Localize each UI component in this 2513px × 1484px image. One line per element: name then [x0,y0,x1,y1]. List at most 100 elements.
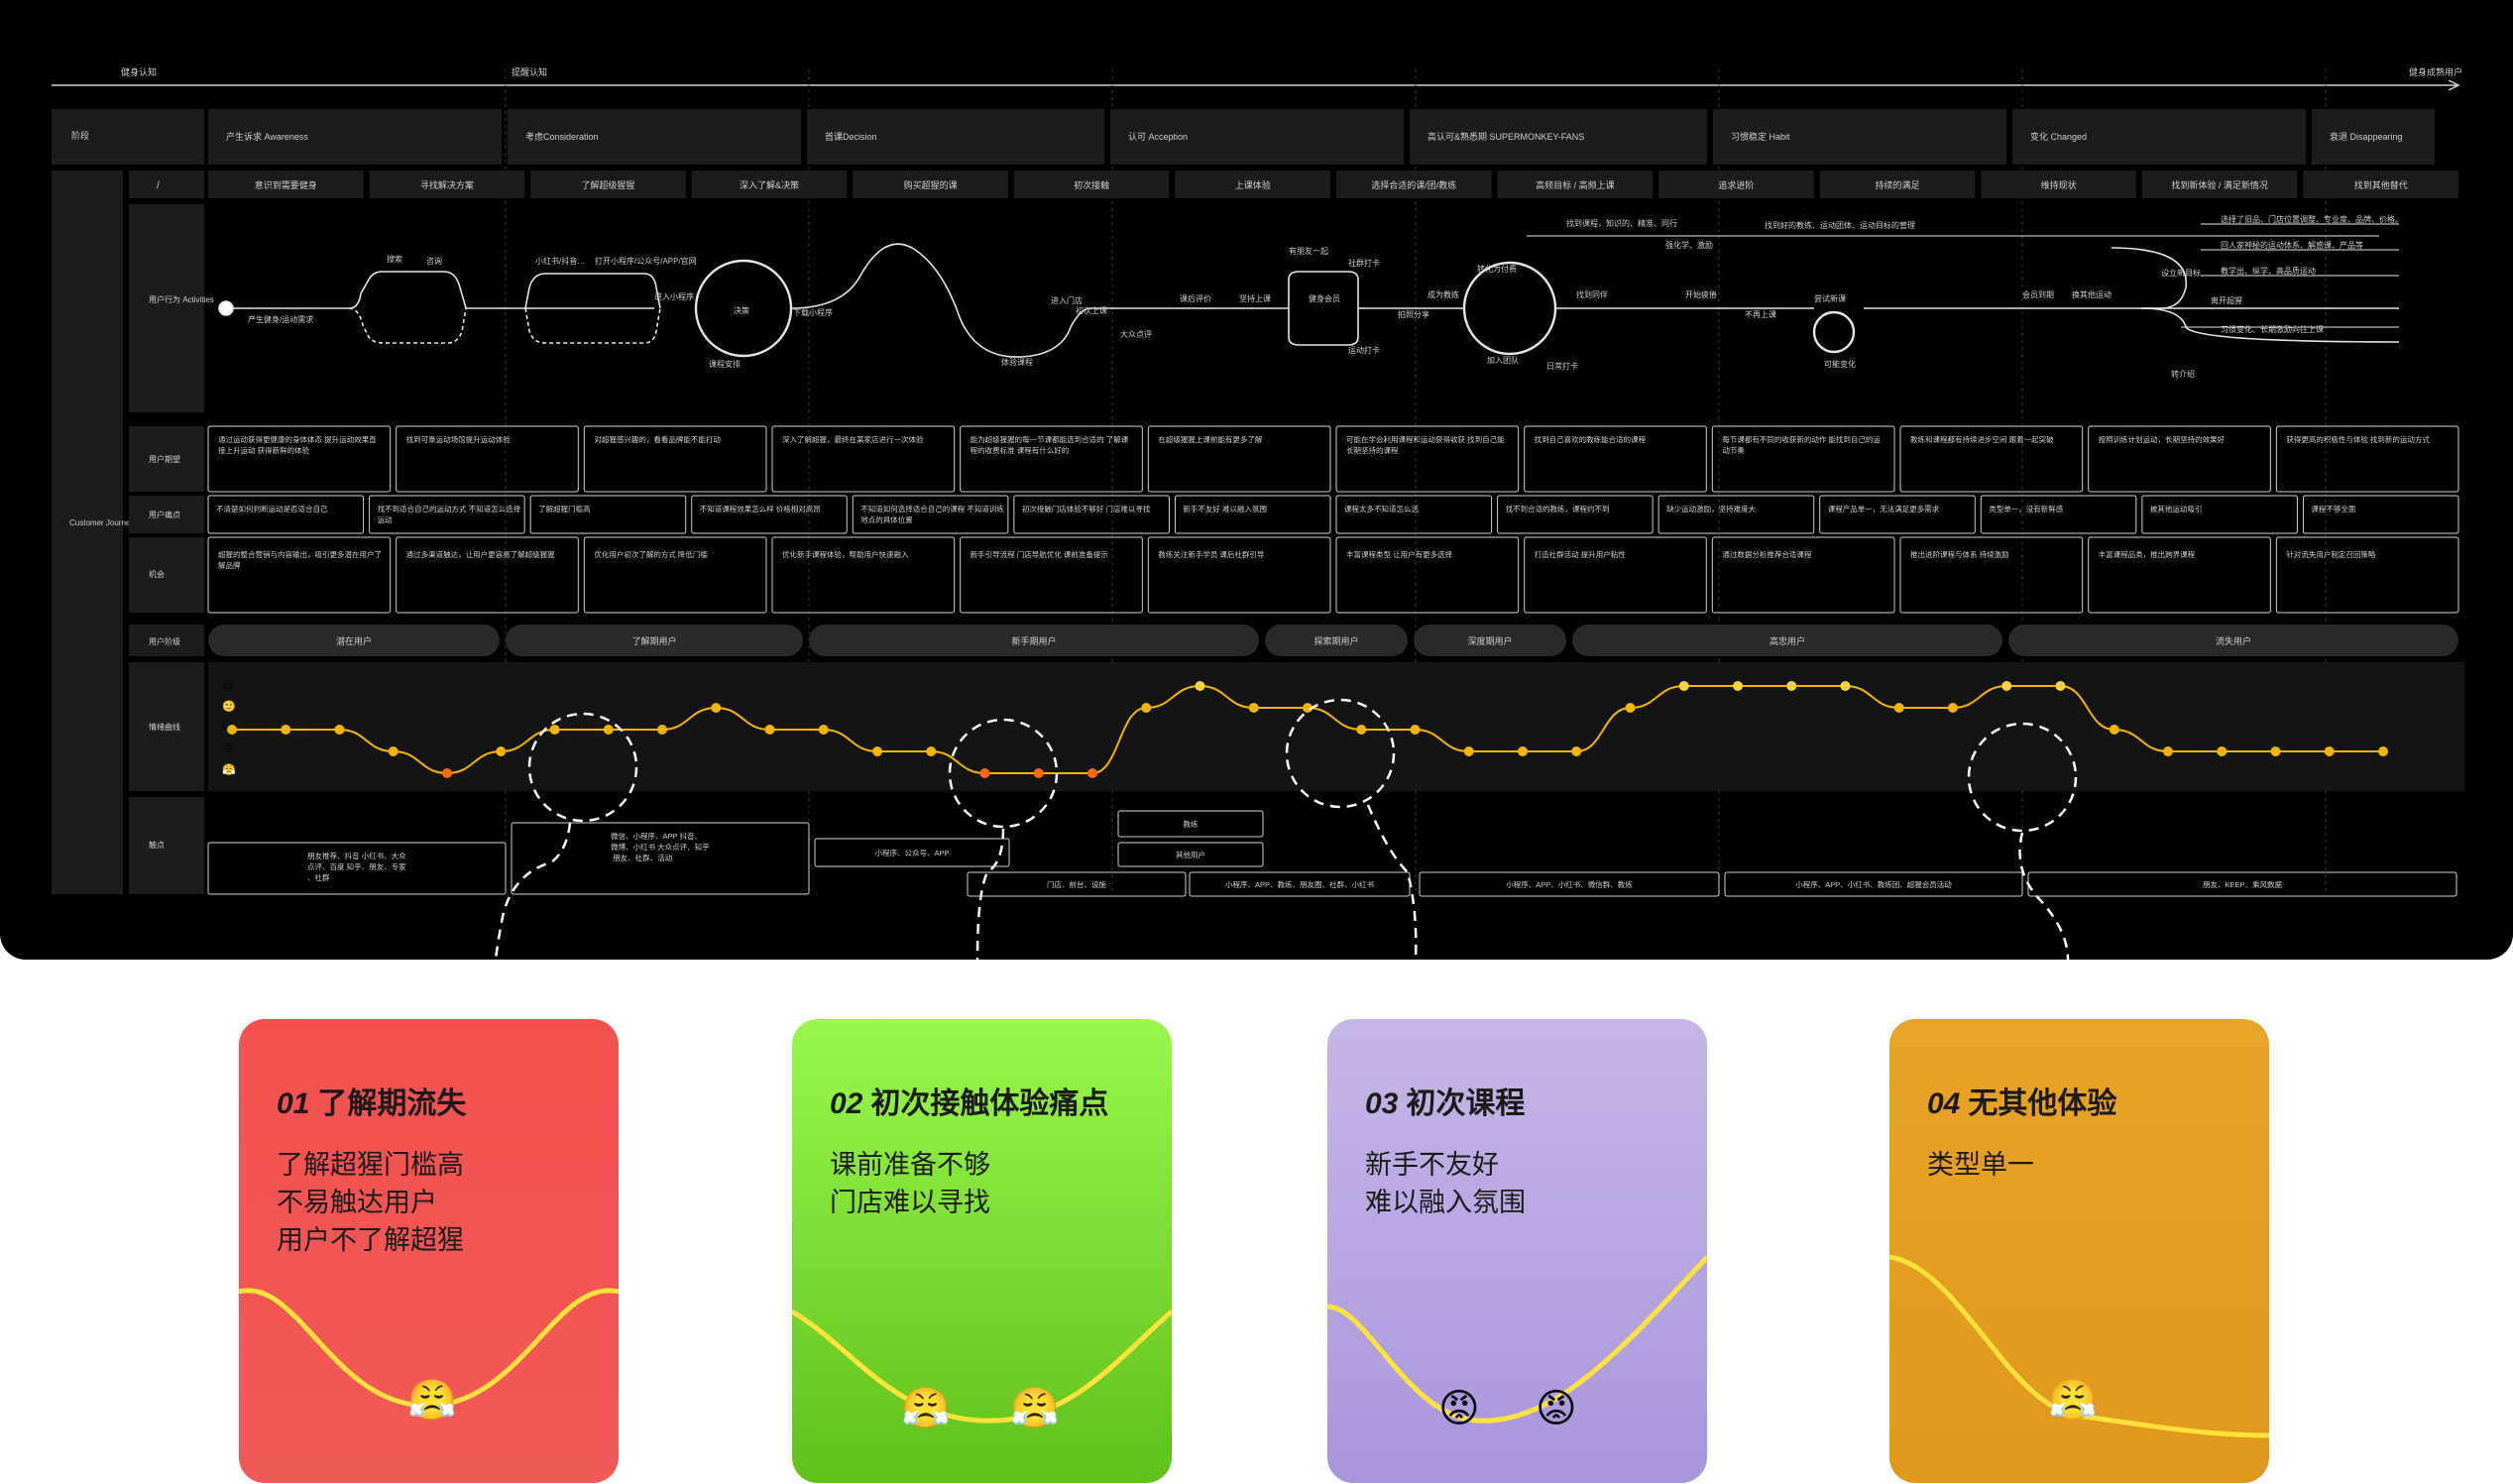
segment-pill [1414,625,1566,656]
opportunity-label: 机会 [149,569,165,579]
activity-label: 日常打卡 [1546,361,1578,371]
activity-labels: 产生健身/运动需求搜索咨询小红书/抖音…打开小程序/公众号/APP/官网进入小程… [248,246,2242,379]
substage-cell [530,171,686,198]
stage-cell [1410,109,1707,165]
card-title-text: 初次接触体验痛点 [870,1087,1109,1120]
activity-label: 设立新目标 [2161,268,2201,278]
segment-pill [1572,625,2002,656]
stage-cell [208,109,502,165]
pain-text: 初次接触门店体验不够好 门店难以寻找 [1022,504,1151,514]
segment-name: 流失用户 [2216,635,2251,646]
stage-name: 习惯稳定 Habit [1731,131,1790,142]
stage-name: 产生诉求 Awareness [226,131,308,142]
segment-row: 潜在用户了解期用户新手期用户探索期用户深度期用户高忠用户流失用户 [208,625,2458,656]
emotion-point [1463,746,1474,756]
stage-name: 高认可&熟悉期 SUPERMONKEY-FANS [1428,131,1584,142]
pain-highlights [494,698,2078,960]
emotion-point [1625,703,1636,713]
top-note: 选择了旧品、门店位置调整、专业度、品牌、价格。 [2221,214,2403,224]
pain-box [1497,495,1654,534]
svg-text:😐: 😐 [222,721,233,733]
expectation-text: 在超级猩猩上课前能有更多了解 [1158,434,1262,444]
opportunity-box [1711,536,1895,614]
emotion-point [2109,725,2119,735]
touchpoint-box [207,842,507,895]
emotion-point [1571,746,1582,756]
opportunity-box [1335,536,1520,614]
opportunity-box [583,536,767,614]
expectation-box [396,425,579,493]
stage-label-cell [52,109,204,165]
top-note: 找到好的教练、运动团体、运动目标的管理 [1765,220,1915,230]
stage-name: 认可 Acception [1128,131,1188,142]
stage-cell [508,109,801,165]
activity-label: 社群打卡 [1348,258,1380,268]
stage-name: 首课Decision [825,131,877,142]
activity-label: 小红书/抖音… [535,256,585,266]
activity-label: 开始疲倦 [1685,289,1717,299]
activity-label: 尝试新课 [1814,293,1846,303]
pain-label: 用户痛点 [149,510,180,519]
touchpoint-box [1419,871,1720,897]
substage-name: 购买超猩的课 [904,179,958,190]
opportunity-row: 超猩的整合营销与内容输出，吸引更多潜在用户了解品牌通过多渠道触达，让用户更容易了… [207,536,2459,614]
stage-cell [1110,109,1404,165]
opportunity-box [960,536,1143,614]
touchpoint-box [1117,810,1264,838]
activity-label: 课后评价 [1180,293,1211,303]
emoji-icon: 😤 [901,1387,951,1430]
expectation-text: 能为超级猩猩的每一节课都能选到合适的 了解课程的收费标准 课程有什么好的 [971,434,1129,455]
substage-name: 了解超级猩猩 [581,179,634,190]
pain-box [2302,495,2459,534]
emoji-icon: 😤 [1010,1387,1060,1430]
expectation-text: 对超猩感兴趣的，看看品牌能不能打动 [594,434,721,444]
substage-row: 意识到需要健身寻找解决方案了解超级猩猩深入了解&决策购买超猩的课初次接触上课体验… [208,171,2458,198]
touchpoint-row: 朋友推荐、抖音 小红书、大众点评、百度 知乎、朋友、专家、社群微信、小程序、AP… [207,810,2457,897]
expectation-box [583,425,767,493]
card-lines: 了解超猩门槛高不易触达用户用户不了解超猩 [277,1146,464,1259]
emotion-point [2324,746,2335,756]
activity-label: 体验课程 [1001,357,1033,367]
activity-label: 产生健身/运动需求 [248,314,313,324]
expectation-box [1524,425,1707,493]
emotion-point [1733,681,1743,691]
segment-pill [506,625,803,656]
emotion-point [818,725,829,735]
segment-name: 潜在用户 [336,635,372,646]
axis-mid-label: 提醒认知 [512,66,547,77]
substage-name: 寻找解决方案 [420,179,474,190]
svg-text:😤: 😤 [222,763,236,776]
card-line: 用户不了解超猩 [277,1225,464,1255]
emoji-icon: 😤 [2048,1379,2098,1423]
emotion-point [2001,681,2012,691]
expectation-text: 可能在学会利用课程和运动获得收获 找到自己能长期坚持的课程 [1346,434,1505,455]
opportunity-box [771,536,956,614]
pain-box [691,495,848,534]
emotion-point [2270,746,2281,756]
card-emotion-line [1327,1255,1707,1424]
touchpoint-text: 其他用户 [1176,850,1205,859]
opportunity-box [1524,536,1707,614]
stage-cell [807,109,1104,165]
emotion-point [1840,681,1851,691]
pain-box [1013,495,1170,534]
substage-cell [853,171,1008,198]
activity-label: 大众点评 [1120,329,1152,339]
card-line: 难以融入氛围 [1365,1188,1526,1217]
substage-cell [1336,171,1492,198]
opportunity-text: 教练关注新手学员 课后社群引导 [1158,549,1265,559]
expectation-text: 获得更高的积极性与体验 找到新的运动方式 [2286,434,2430,444]
expectation-text: 教练和课程都有持续进步空间 跟着一起突破 [1910,434,2054,444]
segment-name: 深度期用户 [1467,635,1512,646]
activity-label: 转介绍 [2171,369,2195,379]
pain-text: 课程产品单一，无法满足更多需求 [1828,504,1940,514]
top-note: 强化学、激励 [1665,240,1713,250]
emotion-point [872,746,882,756]
card-lines: 类型单一 [1927,1146,2034,1184]
touchpoint-text: 朋友推荐、抖音 小红书、大众点评、百度 知乎、朋友、专家、社群 [307,851,406,882]
pain-box [1819,495,1976,534]
top-note: 教学出、纵学、高品质运动 [2221,266,2316,276]
